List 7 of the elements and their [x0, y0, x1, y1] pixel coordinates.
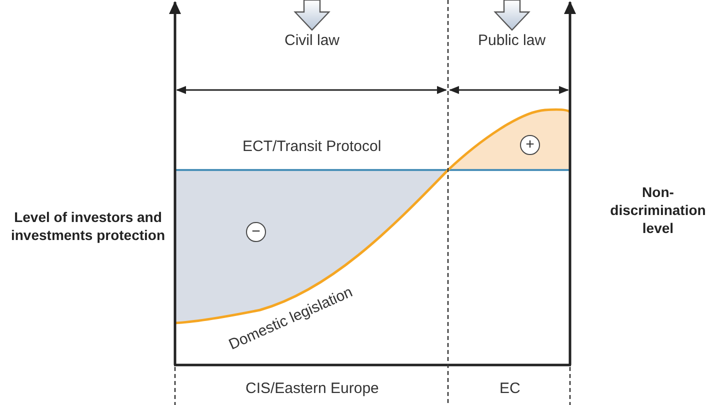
section-heading: Civil law: [284, 32, 340, 48]
region-label: CIS/Eastern Europe: [246, 380, 379, 396]
line-label: ECT/Transit Protocol: [242, 138, 382, 154]
axis-label: Level of investors and investments protection: [10, 208, 166, 244]
region-label: EC: [500, 380, 520, 396]
section-heading: Public law: [478, 32, 546, 48]
axis-label: Non-discrimination level: [609, 182, 707, 238]
